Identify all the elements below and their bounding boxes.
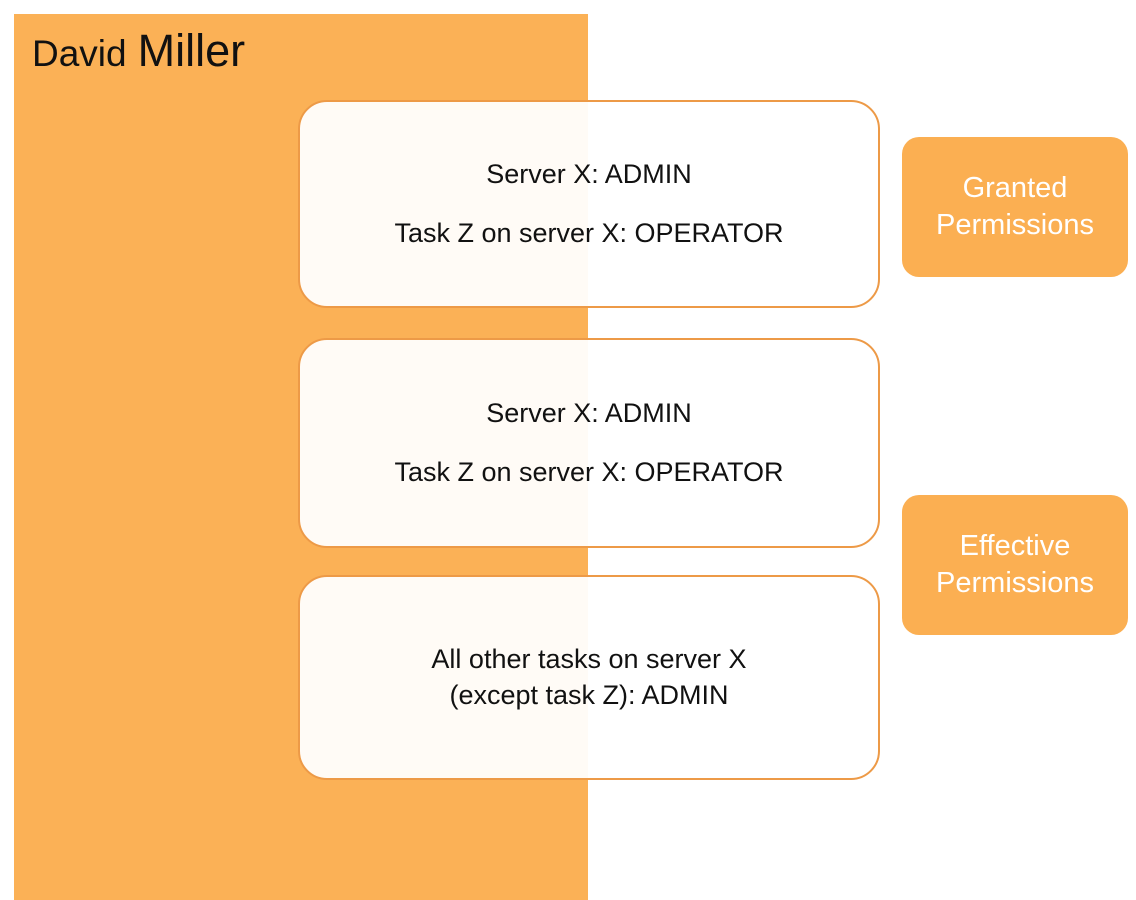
remainder-permissions-card: All other tasks on server X (except task…	[298, 575, 880, 780]
effective-permissions-card: Server X: ADMIN Task Z on server X: OPER…	[298, 338, 880, 548]
page-title: David Miller	[32, 28, 245, 90]
legend-label-line: Effective	[959, 529, 1071, 562]
user-given-name: David	[32, 33, 127, 74]
permission-line: Task Z on server X: OPERATOR	[394, 217, 784, 248]
granted-permissions-card: Server X: ADMIN Task Z on server X: OPER…	[298, 100, 880, 308]
legend-label-line: Granted	[962, 171, 1068, 204]
permission-line: Task Z on server X: OPERATOR	[394, 456, 784, 487]
legend-granted-permissions: Granted Permissions	[902, 137, 1128, 277]
permission-line: (except task Z): ADMIN	[449, 679, 729, 710]
user-family-name: Miller	[137, 25, 246, 76]
legend-label-line: Permissions	[936, 209, 1094, 241]
legend-effective-permissions: Effective Permissions	[902, 495, 1128, 635]
permission-line: Server X: ADMIN	[486, 158, 692, 189]
permission-line: All other tasks on server X	[431, 643, 747, 674]
legend-label-line: Permissions	[936, 567, 1094, 599]
permission-line: Server X: ADMIN	[486, 397, 692, 428]
